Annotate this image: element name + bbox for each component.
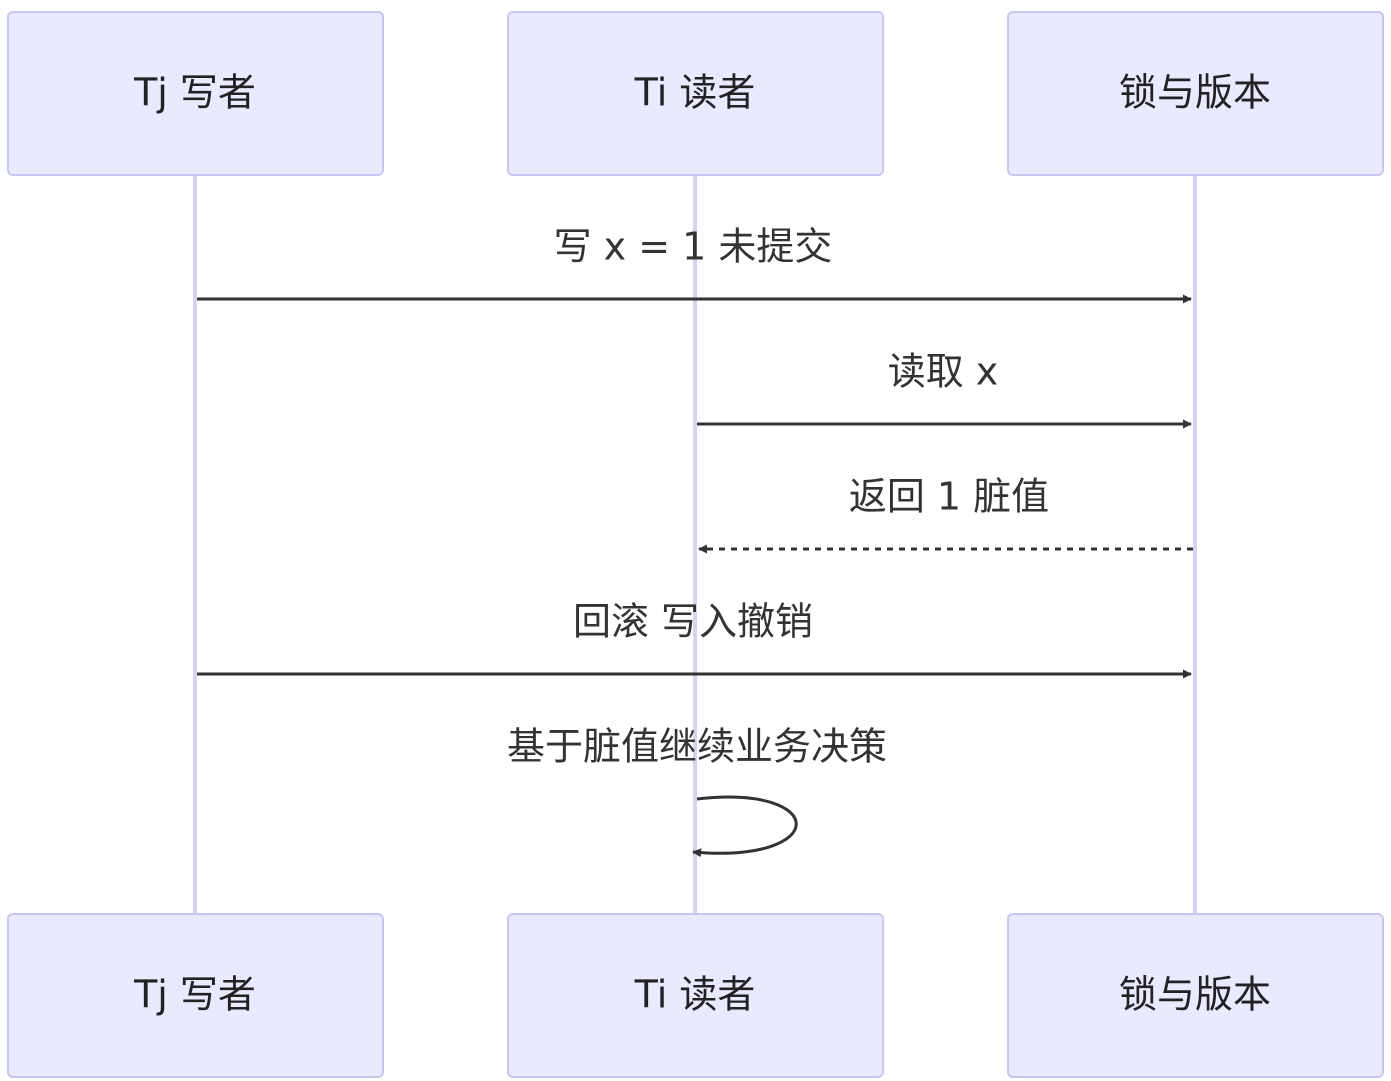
actor-bottom-tj-label: Tj 写者	[133, 973, 256, 1017]
actor-bottom-ti: Ti 读者	[507, 913, 884, 1078]
actor-bottom-ti-label: Ti 读者	[634, 973, 756, 1017]
message-write-uncommitted: 写 x = 1 未提交	[197, 225, 1192, 304]
message-label: 写 x = 1 未提交	[554, 225, 833, 269]
self-loop-arrow	[692, 795, 798, 858]
actor-top-tj-label: Tj 写者	[133, 71, 256, 115]
actor-top-ti-label: Ti 读者	[634, 71, 756, 115]
message-self-decision: 基于脏值继续业务决策	[507, 725, 887, 858]
actor-bottom-lock-label: 锁与版本	[1119, 973, 1271, 1017]
actor-top-lock-label: 锁与版本	[1119, 71, 1271, 115]
message-return-dirty: 返回 1 脏值	[698, 475, 1193, 554]
actor-bottom-lock: 锁与版本	[1007, 913, 1384, 1078]
message-label: 返回 1 脏值	[849, 475, 1049, 519]
actor-top-ti: Ti 读者	[507, 11, 884, 176]
actor-top-tj: Tj 写者	[7, 11, 384, 176]
message-label: 基于脏值继续业务决策	[507, 725, 887, 769]
message-label: 回滚 写入撤销	[573, 600, 813, 644]
message-label: 读取 x	[888, 350, 999, 394]
actor-bottom-tj: Tj 写者	[7, 913, 384, 1078]
actor-top-lock: 锁与版本	[1007, 11, 1384, 176]
message-read-x: 读取 x	[697, 350, 1192, 429]
message-rollback: 回滚 写入撤销	[197, 600, 1192, 679]
